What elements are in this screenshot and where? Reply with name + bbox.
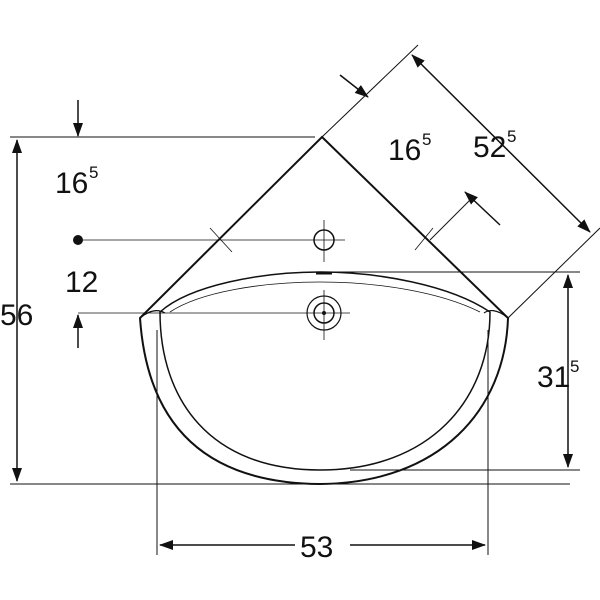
- label-tap-from-wall-sup: 5: [422, 130, 431, 149]
- ext-tap-diag: [429, 197, 473, 241]
- label-tap-from-top-sup: 5: [89, 163, 98, 182]
- tap-reference-dot: [73, 235, 83, 245]
- basin-rim-right: [483, 310, 509, 319]
- label-bowl-depth-main: 31: [537, 361, 570, 394]
- dim-tap-from-wall-a: [339, 74, 369, 98]
- dim-tap-from-wall-b: [464, 191, 501, 226]
- basin-bowl-inner: [169, 281, 481, 313]
- ext-top-corner: [321, 44, 419, 138]
- extension-lines: [10, 44, 600, 555]
- label-tap-from-wall-main: 16: [388, 134, 421, 167]
- ext-right-corner: [507, 227, 600, 319]
- dimension-lines: [12, 54, 591, 550]
- label-back-edge-sup: 5: [507, 127, 516, 146]
- label-tap-to-drain: 12: [65, 266, 98, 299]
- basin-bowl-edge: [159, 271, 491, 471]
- label-back-edge-main: 52: [473, 131, 506, 164]
- label-tap-from-top-main: 16: [55, 167, 88, 200]
- dim-back-edge: [411, 54, 591, 233]
- label-total-depth: 56: [0, 299, 33, 332]
- label-total-width-bg: [295, 528, 350, 562]
- basin-rim-left: [139, 310, 166, 319]
- label-bowl-depth-sup: 5: [570, 357, 579, 376]
- wall-tick-left: [209, 227, 233, 253]
- label-total-width: 53: [300, 531, 333, 564]
- center-lines: [78, 220, 434, 340]
